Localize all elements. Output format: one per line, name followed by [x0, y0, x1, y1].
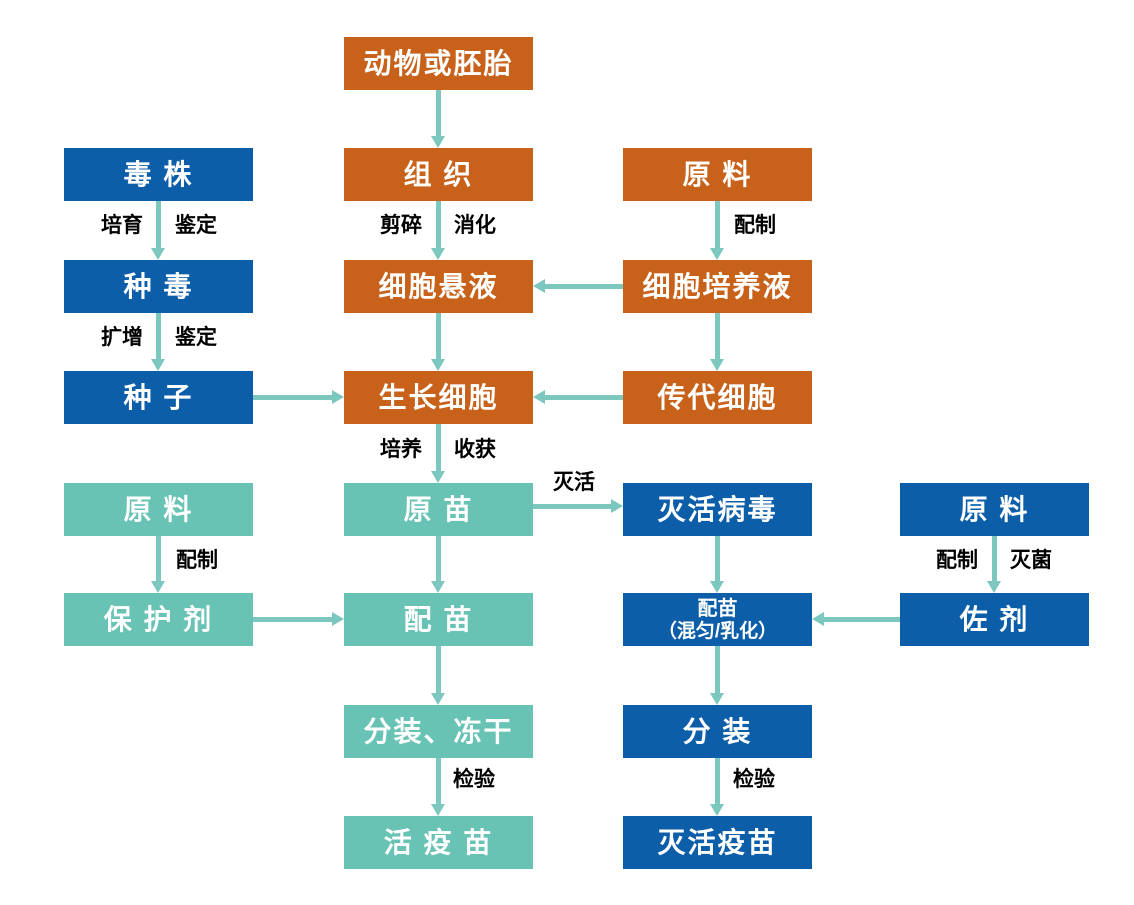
arrow-strain-to-seed-virus: [151, 201, 165, 260]
node-raw-material-adjuvant: 原 料: [900, 483, 1089, 536]
edge-label-pair-shred-digest: 剪碎 消化: [380, 214, 496, 237]
node-seed: 种 子: [64, 371, 253, 424]
arrow-protectant-to-blend: [253, 612, 344, 626]
node-fill: 分 装: [623, 705, 812, 758]
arrow-passage-to-growing: [533, 390, 623, 404]
edge-label-inactivate: 灭活: [553, 471, 595, 494]
node-fill-freeze-dry: 分装、冻干: [344, 705, 533, 758]
edge-label-pair-cultivate-identify: 培育 鉴定: [101, 214, 217, 237]
arrow-rawmaterial-to-adjuvant: [987, 536, 1001, 593]
edge-label-culture: 培养: [380, 438, 422, 461]
arrow-animal-to-tissue: [431, 90, 445, 148]
arrow-rawmaterial-to-protectant: [151, 536, 165, 593]
arrow-blend-to-fill: [710, 646, 724, 705]
node-live-vaccine: 活 疫 苗: [344, 816, 533, 869]
edge-label-inspect-inactivated: 检验: [733, 768, 775, 791]
edge-label-pair-amplify-identify: 扩增 鉴定: [101, 326, 217, 349]
node-seed-virus: 种 毒: [64, 260, 253, 313]
arrow-fill-to-inactivated: [710, 758, 724, 816]
arrow-seed-virus-to-seed: [151, 313, 165, 371]
node-adjuvant: 佐 剂: [900, 593, 1089, 646]
arrow-original-to-blend: [431, 536, 445, 593]
arrow-tissue-to-suspension: [431, 201, 445, 260]
node-cell-culture-medium: 细胞培养液: [623, 260, 812, 313]
node-growing-cells: 生长细胞: [344, 371, 533, 424]
arrow-seed-to-growing: [253, 390, 344, 404]
node-virus-strain: 毒 株: [64, 148, 253, 201]
edge-label-digest: 消化: [454, 214, 496, 237]
edge-label-shred: 剪碎: [380, 214, 422, 237]
arrow-blend-to-fill-freeze: [431, 646, 445, 705]
node-blend-vaccine-inactivated-line1: 配苗: [697, 597, 738, 620]
edge-label-identify-2: 鉴定: [175, 326, 217, 349]
node-raw-material-protectant: 原 料: [64, 483, 253, 536]
arrow-medium-to-suspension: [533, 279, 623, 293]
arrow-fillfreeze-to-live: [431, 758, 445, 816]
node-animal-or-embryo: 动物或胚胎: [344, 37, 533, 90]
arrow-growing-to-original: [431, 424, 445, 483]
node-protectant: 保 护 剂: [64, 593, 253, 646]
node-cell-suspension: 细胞悬液: [344, 260, 533, 313]
edge-label-inspect-live: 检验: [453, 768, 495, 791]
arrow-rawmaterial-to-medium: [710, 201, 724, 260]
node-blend-vaccine-inactivated: 配苗 （混匀/乳化）: [623, 593, 812, 646]
edge-label-pair-culture-harvest: 培养 收获: [380, 438, 496, 461]
edge-label-sterilize: 灭菌: [1010, 549, 1052, 572]
node-blend-vaccine: 配 苗: [344, 593, 533, 646]
edge-label-prepare-medium: 配制: [734, 214, 776, 237]
edge-label-identify-1: 鉴定: [175, 214, 217, 237]
arrow-suspension-to-growing: [431, 313, 445, 371]
node-inactivated-virus: 灭活病毒: [623, 483, 812, 536]
edge-label-harvest: 收获: [454, 438, 496, 461]
arrow-inactivatedvirus-to-blend: [710, 536, 724, 593]
node-inactivated-vaccine: 灭活疫苗: [623, 816, 812, 869]
arrow-original-to-inactivatedvirus: [533, 499, 623, 513]
arrow-adjuvant-to-blendinactivated: [812, 612, 900, 626]
node-raw-material-medium: 原 料: [623, 148, 812, 201]
node-original-vaccine: 原 苗: [344, 483, 533, 536]
edge-label-prepare-protectant: 配制: [176, 549, 218, 572]
edge-label-prepare-adjuvant: 配制: [936, 549, 978, 572]
edge-label-pair-prepare-sterilize: 配制 灭菌: [936, 549, 1052, 572]
edge-label-cultivate: 培育: [101, 214, 143, 237]
node-blend-vaccine-inactivated-line2: （混匀/乳化）: [657, 620, 778, 642]
node-passage-cells: 传代细胞: [623, 371, 812, 424]
edge-label-amplify: 扩增: [101, 326, 143, 349]
node-tissue: 组 织: [344, 148, 533, 201]
arrow-medium-to-passage: [710, 313, 724, 371]
